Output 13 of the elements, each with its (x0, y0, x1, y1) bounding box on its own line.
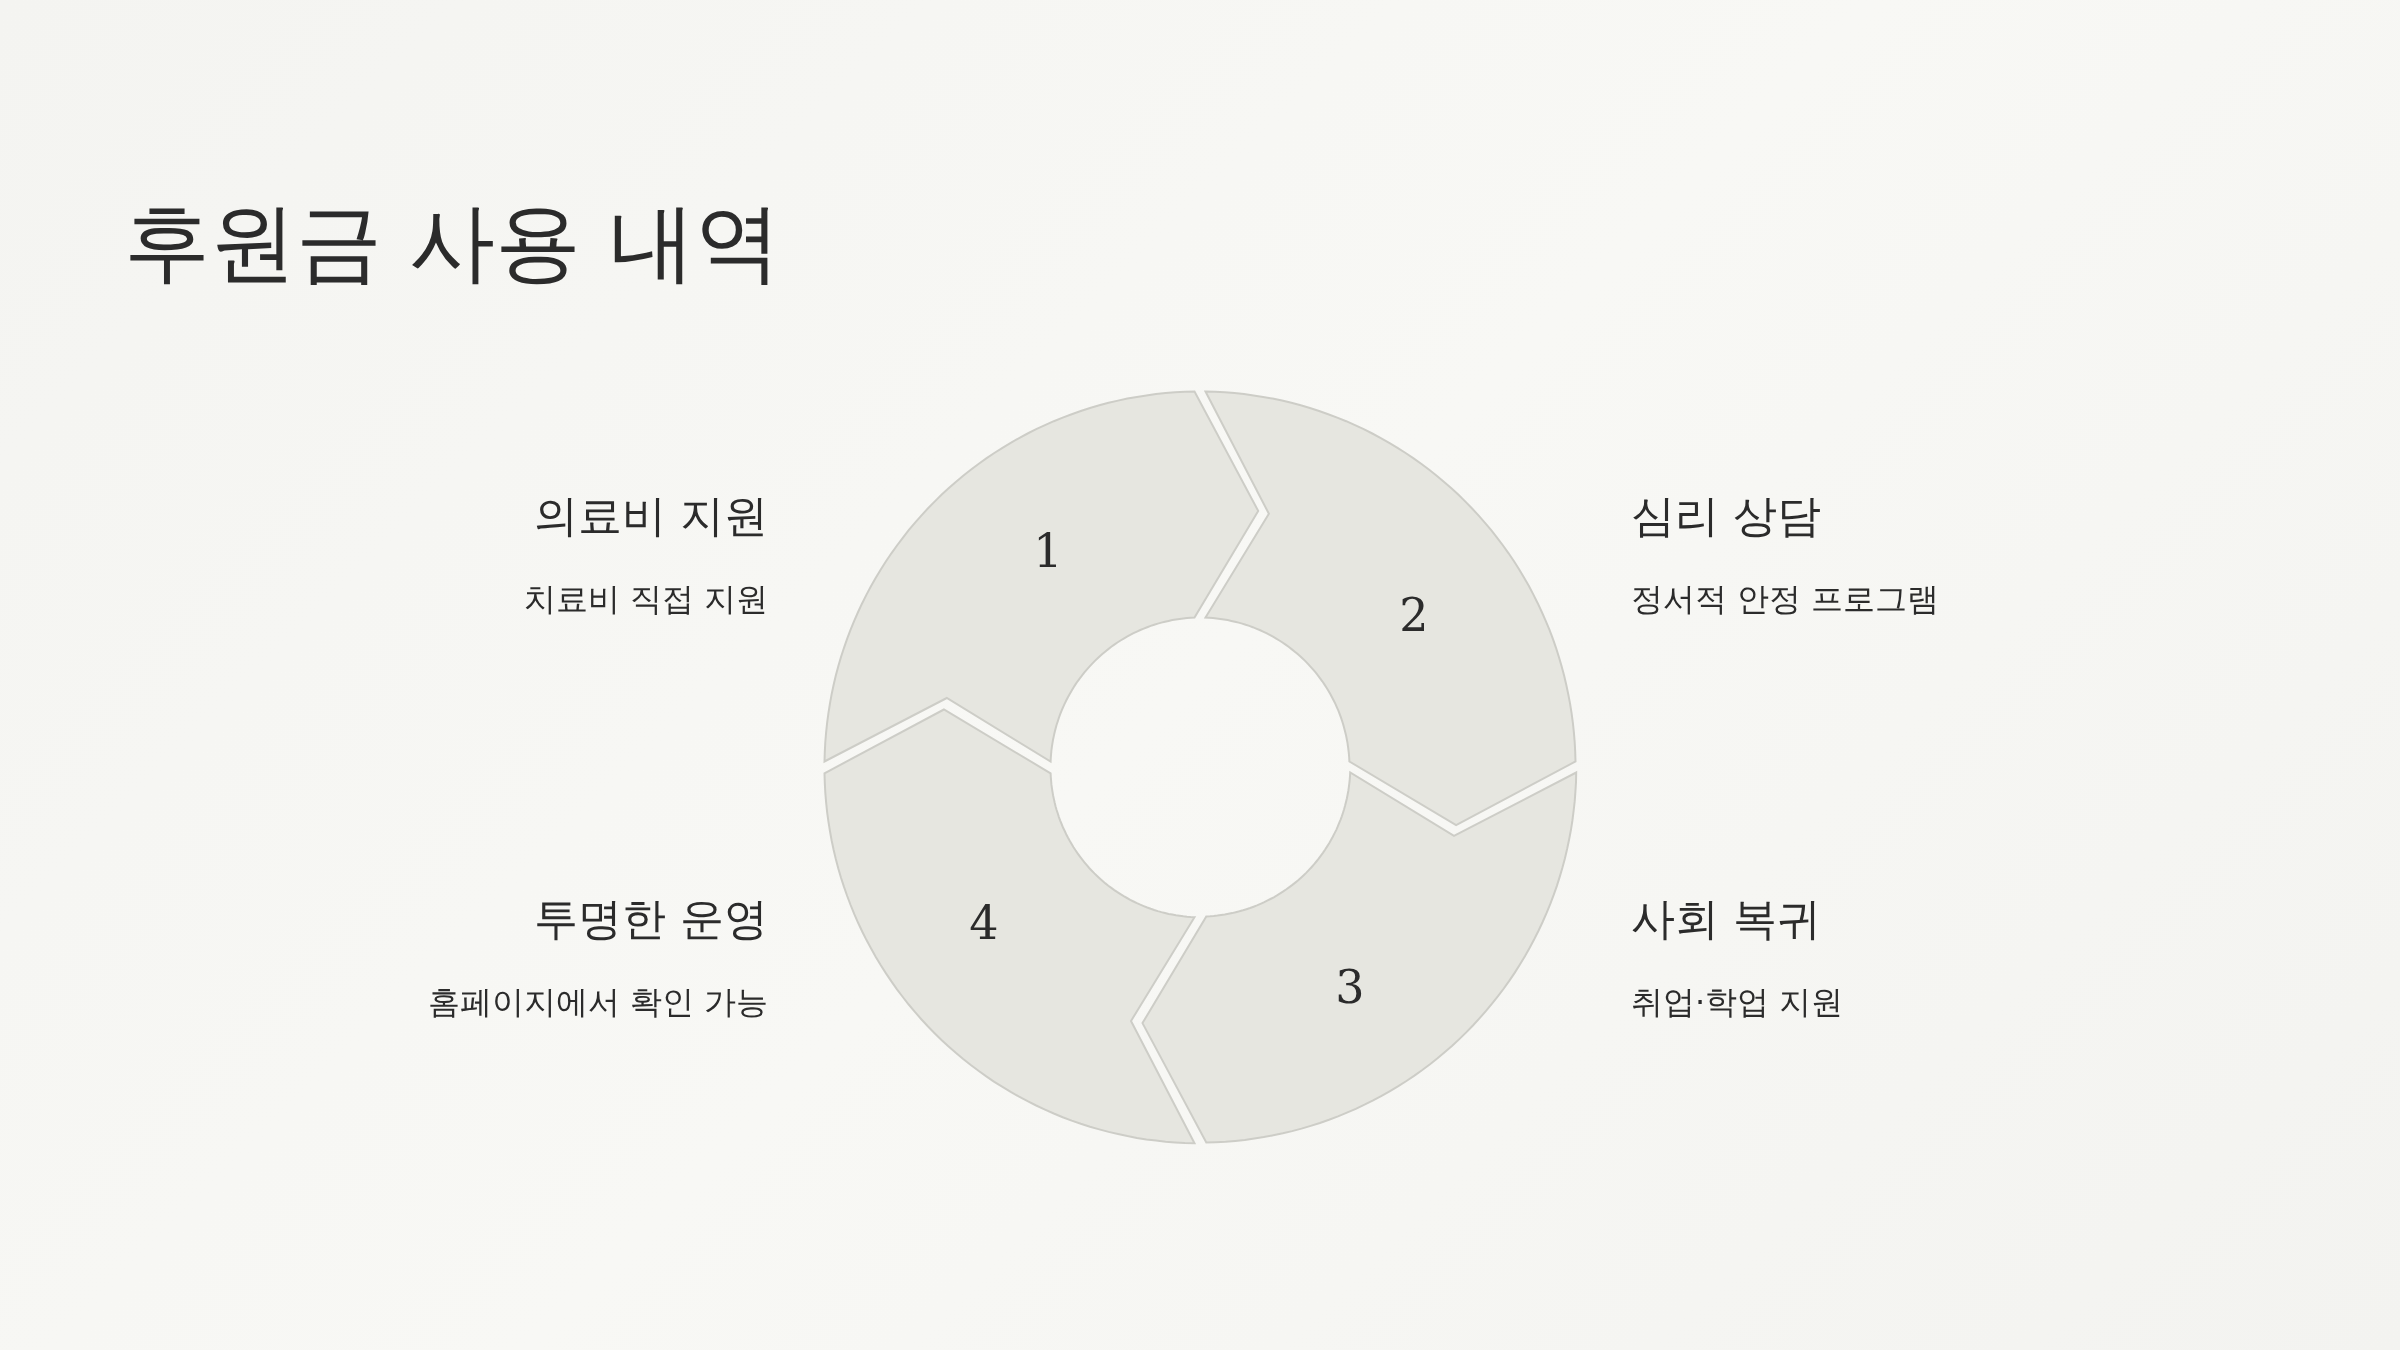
step-number: 4 (969, 900, 999, 946)
item-description: 정서적 안정 프로그램 (1631, 580, 1940, 619)
item-heading: 심리 상담 (1631, 490, 1821, 543)
item-description: 치료비 직접 지원 (523, 580, 768, 619)
step-number: 3 (1335, 964, 1365, 1010)
item-heading: 의료비 지원 (534, 490, 768, 543)
step-number: 2 (1399, 592, 1429, 638)
item-description: 홈페이지에서 확인 가능 (427, 983, 768, 1022)
item-description: 취업·학업 지원 (1631, 983, 1844, 1022)
step-number: 1 (1033, 528, 1063, 574)
item-heading: 사회 복귀 (1631, 893, 1821, 946)
title: 후원금 사용 내역 (124, 195, 781, 290)
item-heading: 투명한 운영 (534, 893, 768, 946)
